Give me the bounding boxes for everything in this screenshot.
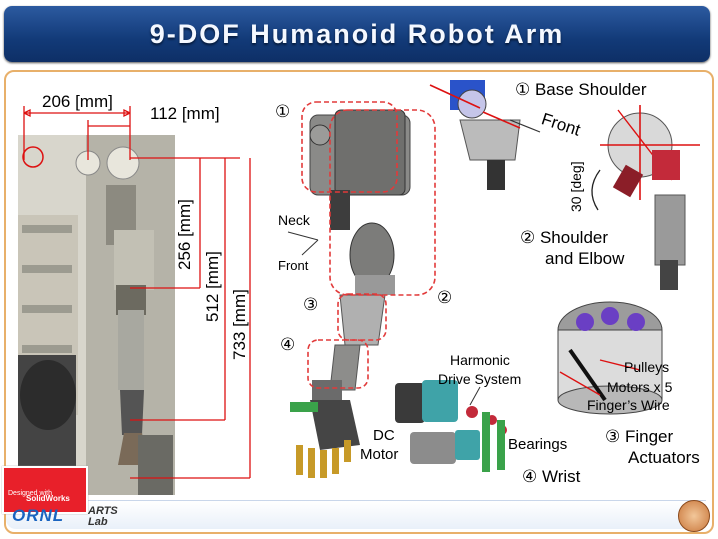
dc-label: DC: [373, 427, 395, 444]
neck-label: Neck: [278, 212, 310, 228]
dim-256: 256 [mm]: [175, 199, 194, 270]
arts-logo: ARTS: [88, 505, 118, 517]
badge-line2: SolidWorks: [26, 494, 70, 503]
dim-206: 206 [mm]: [42, 92, 113, 111]
front-label: Front: [278, 258, 309, 273]
wrist-title: ④ Wrist: [522, 467, 581, 486]
badge-line1: Designed with: [8, 490, 52, 497]
marker-1: ①: [275, 102, 291, 121]
slide-title: 9-DOF Humanoid Robot Arm: [149, 19, 565, 49]
marker-4: ④: [280, 335, 296, 354]
harmonic-line2: Drive System: [438, 371, 522, 387]
shoulder-elbow-line1: ② Shoulder: [520, 228, 609, 247]
ornl-logo: ORNL: [12, 506, 65, 525]
footer-band: [6, 500, 706, 529]
harmonic-line1: Harmonic: [450, 352, 510, 368]
marker-3: ③: [303, 295, 319, 314]
solidworks-badge: Designed with SolidWorks: [2, 466, 88, 514]
robot-arm-photo: [18, 135, 175, 495]
pulleys-label: Pulleys: [624, 359, 670, 375]
angle-label: 30 [deg]: [568, 161, 584, 212]
university-seal: [678, 500, 710, 532]
finger-wire-label: Finger’s Wire: [587, 397, 670, 413]
marker-2: ②: [437, 288, 453, 307]
motor-label: Motor: [360, 446, 399, 463]
finger-actuators-line1: ③ Finger: [605, 427, 674, 446]
title-bar: 9-DOF Humanoid Robot Arm: [4, 6, 710, 62]
dim-733: 733 [mm]: [230, 289, 249, 360]
base-shoulder-title: ① Base Shoulder: [515, 80, 647, 99]
shoulder-elbow-line2: and Elbow: [545, 249, 625, 268]
dim-512: 512 [mm]: [203, 251, 222, 322]
dim-112: 112 [mm]: [150, 104, 220, 123]
bearings-label: Bearings: [508, 436, 568, 453]
motors-label: Motors x 5: [607, 379, 673, 395]
robot-arm-photo-graphic: [18, 135, 175, 495]
finger-actuators-line2: Actuators: [628, 448, 700, 467]
lab-logo: Lab: [88, 516, 108, 528]
